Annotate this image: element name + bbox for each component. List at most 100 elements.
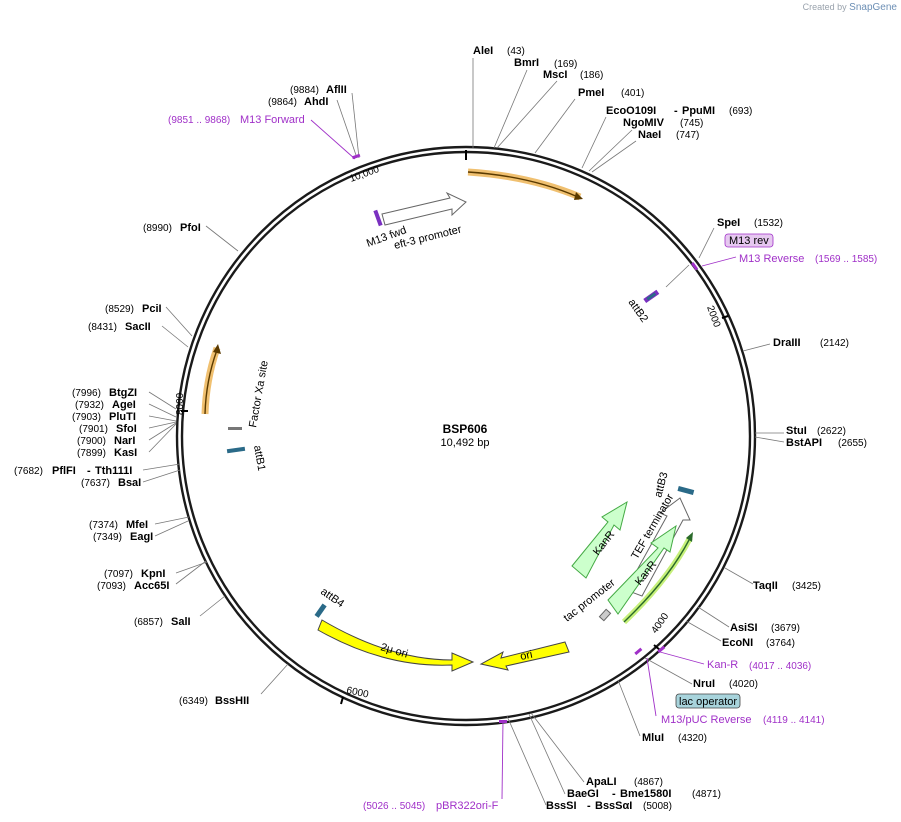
tick-label-4000: 4000 [649,611,671,636]
enzyme-connector-lines [142,58,785,806]
credit: Created by SnapGene [803,2,897,13]
connector-ngomiv [588,129,633,172]
backbone-inner [180,150,752,722]
tick-mark-4000 [653,644,661,651]
attB4-marker [314,603,327,618]
attB2-marker-inner [646,292,657,301]
primer-line-pbr [501,719,504,800]
enzyme-bsssai-name: BssSαI [595,800,632,812]
enzyme-pflfi-pos: (7682) [14,466,43,477]
enzyme-baegi-sep: - [612,788,616,800]
enzyme-alei-pos: (43) [507,46,525,57]
primer-pbr322ori-f-pos: (5026 .. 5045) [363,801,425,812]
enzyme-ecoo109i-sep: - [674,105,678,117]
enzyme-bstapi-pos: (2655) [838,438,867,449]
enzyme-bsai-name: BsaI [118,477,141,489]
primer-line-m13rev [701,256,737,267]
enzyme-spei-pos: (1532) [754,218,783,229]
connector-pluti [148,415,177,422]
primer-pbr322ori-f-name: pBR322ori-F [436,800,499,812]
feature-arc-top [467,171,579,198]
connector-bstapi [754,436,785,443]
enzyme-mlui-pos: (4320) [678,733,707,744]
enzyme-bsssi-sep: - [587,800,591,812]
connector-sali [199,595,226,617]
enzyme-msci-name: MscI [543,69,567,81]
primer-connector-lines [310,119,737,800]
enzyme-pcii-pos: (8529) [105,304,134,315]
connector-mlui [617,679,641,737]
spei-site-line [665,264,690,288]
enzyme-sacii-name: SacII [125,321,151,333]
enzyme-nari-pos: (7900) [77,436,106,447]
enzyme-mfei-pos: (7374) [89,520,118,531]
connector-mfei [154,516,190,525]
enzyme-ahdi-pos: (9864) [268,97,297,108]
m13-rev-box [724,233,774,248]
primer-kan-r-pos: (4017 .. 4036) [749,661,811,672]
enzyme-draiii-name: DraIII [773,337,801,349]
connector-nrui [644,657,693,685]
enzyme-ngomiv-name: NgoMIV [623,117,665,129]
tick-label-10000: 10,000 [348,164,381,185]
ori-arrow [479,641,570,671]
enzyme-pflfi-sep: - [87,465,91,477]
enzyme-pluti-pos: (7903) [72,412,101,423]
feature-arc-left-glow [201,346,221,415]
enzyme-pfoi-name: PfoI [180,222,201,234]
enzyme-pluti-name: PluTI [109,411,136,423]
enzyme-baegi-name: BaeGI [567,788,599,800]
m13puc-primer-marker [634,647,643,656]
primer-m13-forward-pos: (9851 .. 9868) [168,115,230,126]
enzyme-econi-name: EcoNI [722,637,753,649]
tick-mark-2000 [721,315,729,319]
connector-sacii [161,325,189,348]
enzyme-nari-name: NarI [114,435,135,447]
credit-prefix: Created by [802,2,847,12]
primer-line-m13fwd [310,119,356,160]
connector-agei [148,403,177,418]
tick-label-6000: 6000 [345,685,369,700]
enzyme-econi-pos: (3764) [766,638,795,649]
tick-mark-6000 [340,696,344,705]
enzyme-agei-pos: (7932) [75,400,104,411]
enzyme-acc65i-name: Acc65I [134,580,169,592]
lac-operator-box [675,693,741,709]
enzyme-agei-name: AgeI [112,399,136,411]
primer-m13-reverse-name: M13 Reverse [739,253,804,265]
enzyme-ppumi-pos: (693) [729,106,752,117]
attB3-marker [677,485,695,495]
enzyme-taqii-name: TaqII [753,580,778,592]
enzyme-aflii-name: AflII [326,84,347,96]
primer-kan-r-name: Kan-R [707,659,738,671]
enzyme-naei-name: NaeI [638,129,661,141]
enzyme-bmri-pos: (169) [554,59,577,70]
enzyme-pcii-name: PciI [142,303,162,315]
enzyme-sfoi-pos: (7901) [79,424,108,435]
m13-forward-primer-marker [351,153,361,160]
enzyme-bmri-name: BmrI [514,57,539,69]
lac-operator-label: lac operator [679,696,737,708]
connector-ahdi [336,99,358,159]
enzyme-naei-pos: (747) [676,130,699,141]
connector-bsssi [506,715,547,806]
m13-rev-label: M13 rev [729,235,769,247]
snapgene-logo: SnapGene [849,2,897,13]
enzyme-kasi-name: KasI [114,447,137,459]
connector-msci [496,80,558,149]
attB1-label: attB1 [251,444,267,471]
connector-btgzi [148,391,177,410]
ori-label: ori [519,649,533,663]
enzyme-ecoo109i-name: EcoO109I [606,105,656,117]
pbr322-primer-marker [499,720,507,723]
twomu-ori-arrow [317,619,475,672]
connector-draiii [742,343,771,352]
enzyme-bsai-pos: (7637) [81,478,110,489]
connector-econi [685,620,722,642]
m13-reverse-primer-marker [691,262,699,271]
enzyme-bsshii-name: BssHII [215,695,249,707]
enzyme-ngomiv-pos: (745) [680,118,703,129]
connector-eagi [154,520,189,537]
tac-promoter-marker [598,608,612,622]
